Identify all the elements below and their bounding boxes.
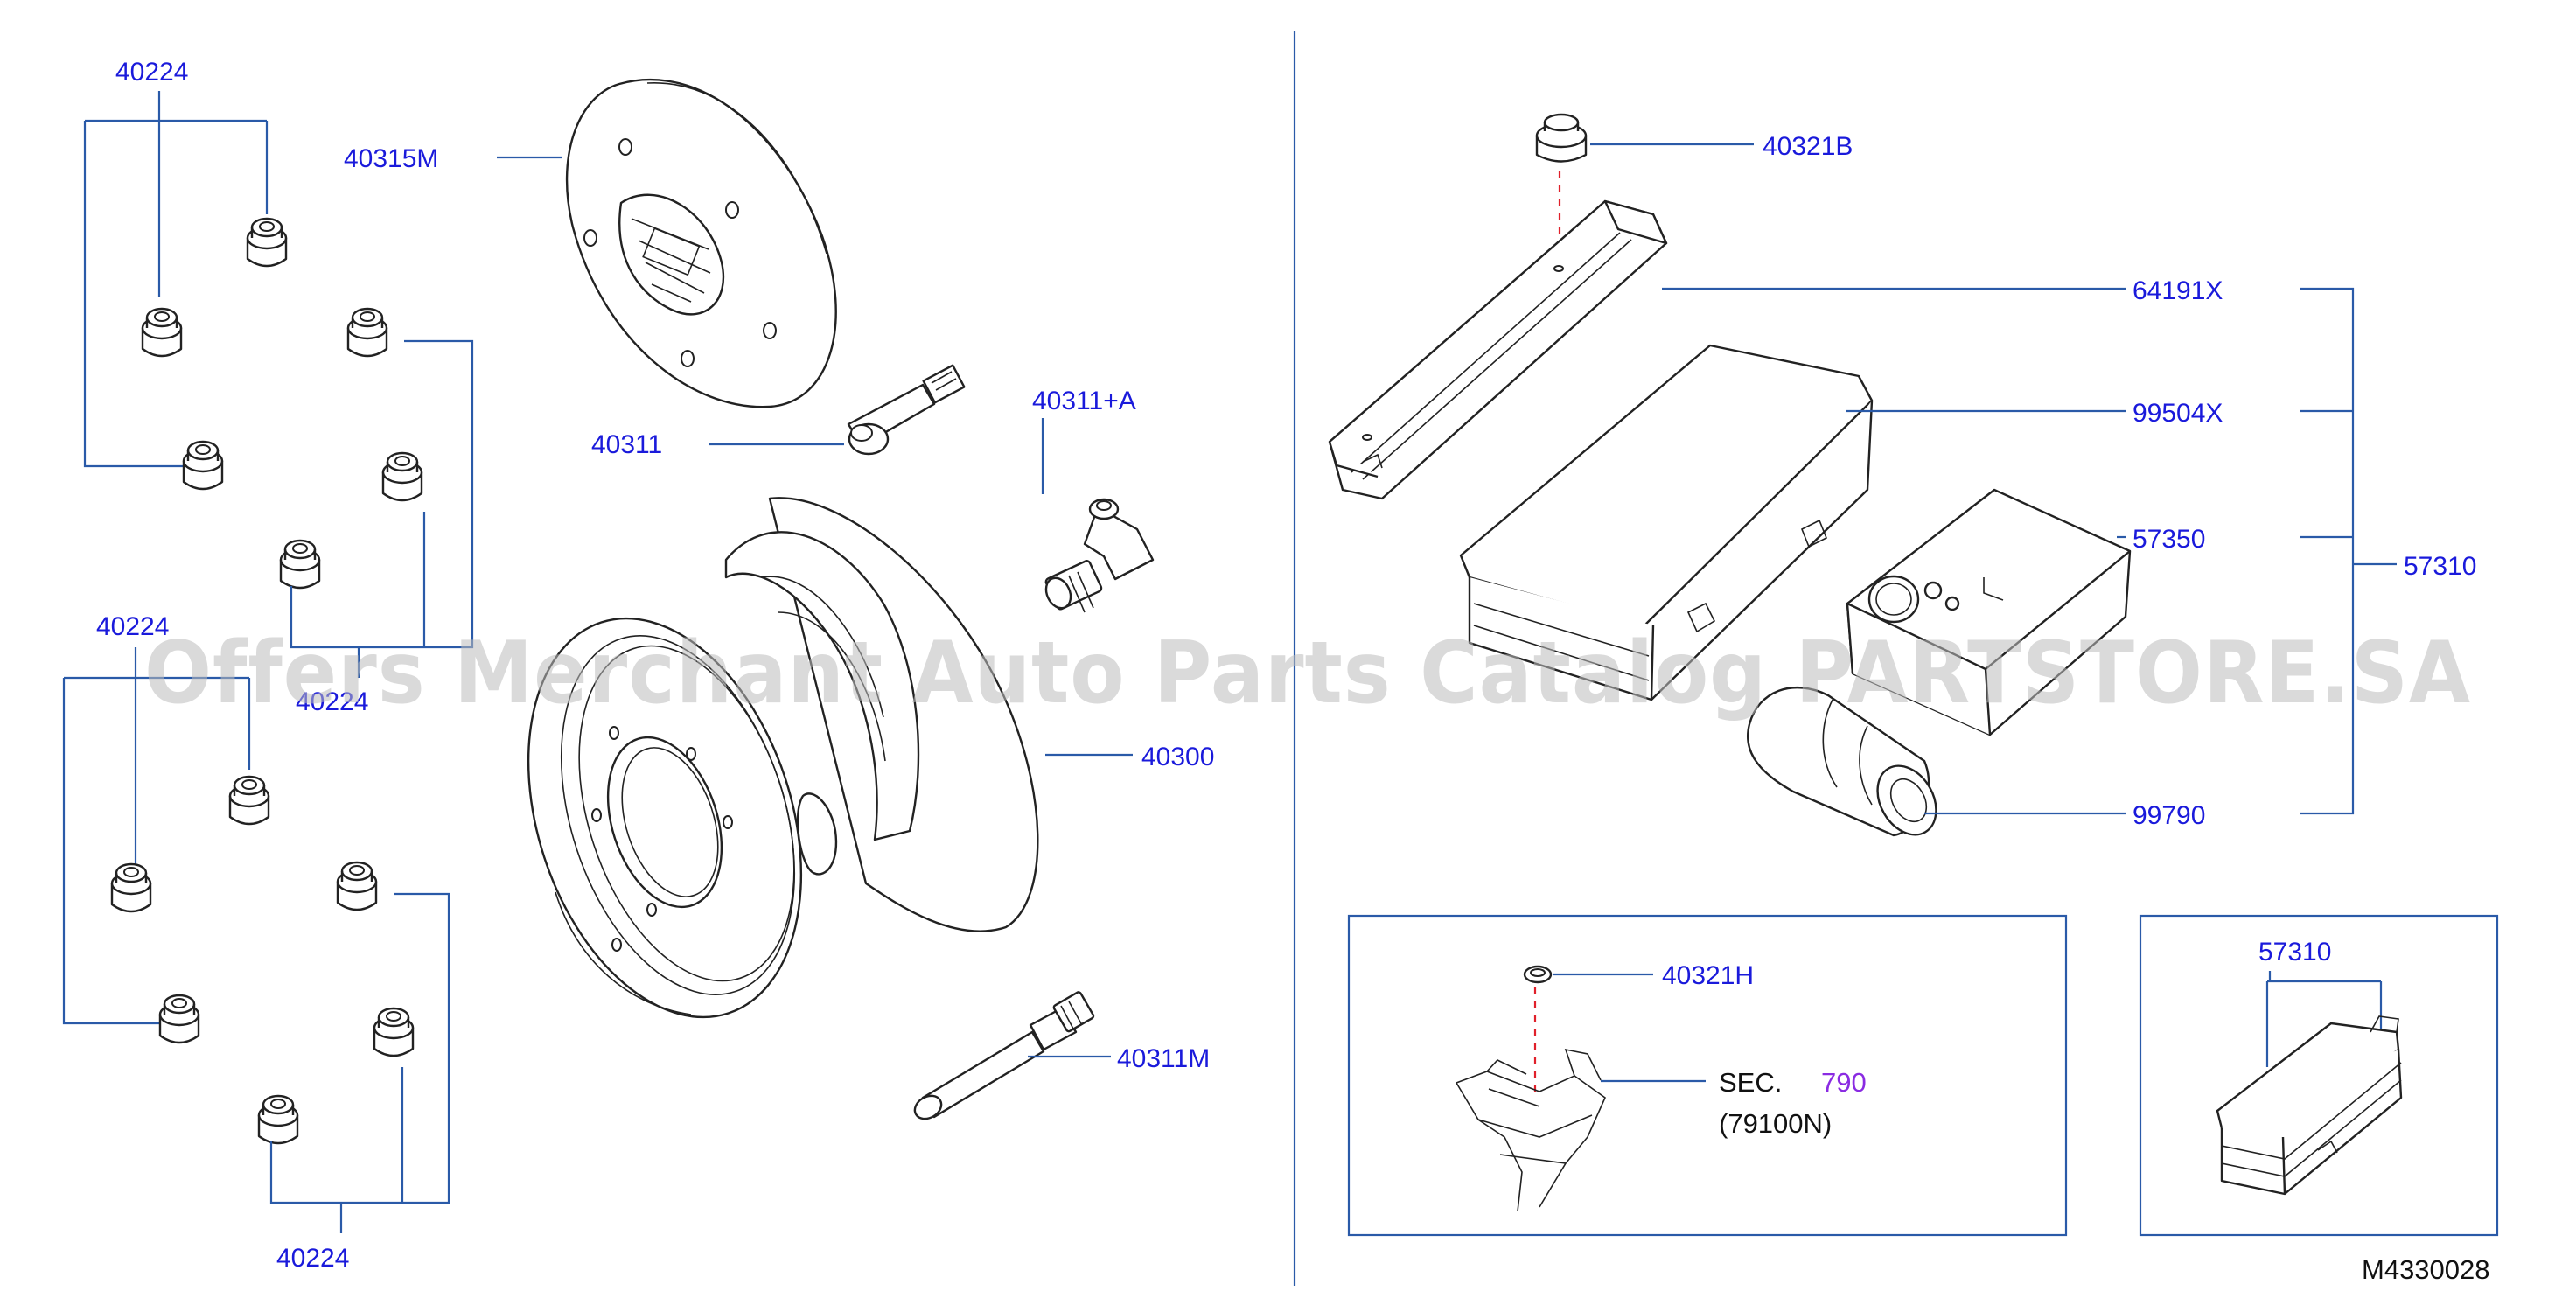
lug-nut-icon[interactable] [182, 440, 224, 491]
label-nut-group-mid-right[interactable]: 40224 [296, 687, 368, 716]
diagram-code: M4330028 [2362, 1254, 2490, 1285]
wheel-rim-part[interactable] [480, 497, 1039, 1052]
sec-prefix-label: SEC. [1719, 1067, 1782, 1098]
angled-valve-part[interactable] [1042, 498, 1155, 613]
lug-nut-icon[interactable] [110, 862, 152, 913]
wheel-cover-part[interactable] [565, 79, 837, 408]
leader-nut-group-top [83, 91, 269, 468]
lug-nut-icon[interactable] [246, 217, 288, 268]
lug-nut-icon[interactable] [158, 994, 200, 1044]
sec-number-link[interactable]: 790 [1821, 1067, 1867, 1098]
inset-box-section [1347, 914, 2068, 1237]
sealant-box-part[interactable] [1459, 344, 1874, 701]
label-nut-group-left-lower[interactable]: 40224 [96, 612, 169, 641]
valve-part[interactable] [847, 364, 966, 456]
label-compressor[interactable]: 57350 [2133, 525, 2205, 554]
label-valve-m[interactable]: 40311M [1117, 1044, 1210, 1073]
label-valve-a[interactable]: 40311+A [1032, 387, 1136, 415]
leader-nut-group-bottom [269, 892, 450, 1233]
lug-nut-icon[interactable] [346, 307, 388, 358]
compressor-part[interactable] [1846, 488, 2132, 736]
watermark-text: Offers Merchant Auto Parts Catalog PARTS… [144, 624, 2471, 723]
label-wheel-cover[interactable]: 40315M [344, 144, 438, 173]
inset-box-kit [2139, 914, 2499, 1237]
leader-kit-assembly-bracket [2300, 287, 2397, 815]
kit-case-part[interactable] [1328, 199, 1668, 500]
grommet-b-part[interactable] [1535, 113, 1588, 163]
leader-nut-group-mid [290, 339, 474, 678]
lug-nut-icon[interactable] [381, 451, 423, 502]
sealant-bottle-part[interactable] [1746, 687, 1948, 845]
label-grommet-b[interactable]: 40321B [1763, 132, 1853, 161]
label-bottle[interactable]: 99790 [2133, 801, 2205, 830]
lug-nut-icon[interactable] [279, 539, 321, 590]
leader-nut-group-lower [62, 647, 251, 1025]
grommet-h-part[interactable] [1523, 965, 1553, 984]
long-valve-part[interactable] [911, 991, 1095, 1123]
label-valve[interactable]: 40311 [591, 430, 662, 459]
label-inset-kit[interactable]: 57310 [2258, 938, 2331, 967]
label-kit-assembly[interactable]: 57310 [2404, 552, 2476, 581]
kit-assembly-part[interactable] [2216, 1015, 2403, 1196]
label-wheel[interactable]: 40300 [1141, 743, 1214, 771]
label-sealant[interactable]: 99504X [2133, 399, 2223, 428]
label-kit-case[interactable]: 64191X [2133, 276, 2223, 305]
lug-nut-icon[interactable] [257, 1094, 299, 1145]
lug-nut-icon[interactable] [228, 775, 270, 826]
leader-inset-kit [2265, 971, 2383, 1067]
lug-nut-icon[interactable] [373, 1007, 415, 1057]
lug-nut-icon[interactable] [336, 861, 378, 911]
label-grommet-h[interactable]: 40321H [1662, 961, 1754, 990]
label-nut-group-bottom[interactable]: 40224 [276, 1244, 349, 1273]
body-section-part[interactable] [1456, 1048, 1606, 1212]
lug-nut-icon[interactable] [141, 307, 183, 358]
sec-sub-label: (79100N) [1719, 1108, 1832, 1139]
label-nut-group-top[interactable]: 40224 [115, 58, 188, 87]
